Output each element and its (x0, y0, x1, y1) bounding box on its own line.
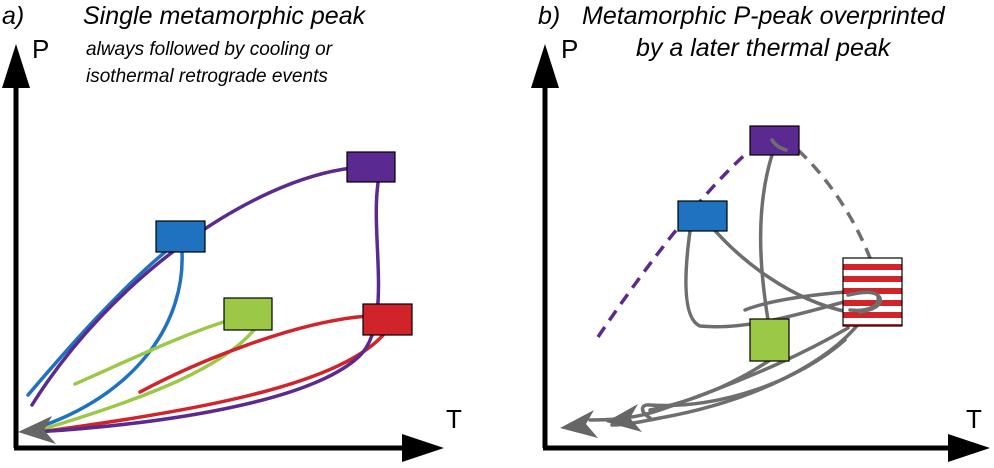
panel-b-arrowhead-1 (560, 410, 598, 438)
blue-path-1 (26, 250, 167, 397)
panel-a-letter: a) (2, 2, 25, 30)
blue-path-2 (43, 250, 184, 427)
gray-path-return-3 (640, 338, 847, 420)
gray-path-hatched-left (743, 290, 847, 312)
panel-b-overlay-paths (770, 138, 882, 314)
panel-b-title-2: by a later thermal peak (636, 34, 891, 62)
panel-a-p-label: P (32, 34, 50, 64)
green-box (223, 297, 273, 331)
gray-path-return-1 (588, 326, 850, 422)
red-path-1 (138, 314, 372, 394)
gray-path-green-down (648, 358, 772, 412)
green-path-1 (73, 316, 238, 386)
panel-a-subtitle-2: isothermal retrograde events (86, 66, 328, 87)
panel-a-paths (26, 166, 386, 434)
panel-b-axes (531, 44, 990, 462)
green-path-2 (38, 328, 256, 432)
gray-path-purple-down (758, 153, 774, 322)
panel-a-subtitle-1: always followed by cooling or (86, 39, 333, 60)
panel-b (531, 44, 990, 462)
purple-path-1 (30, 166, 354, 407)
panel-a-axes (2, 44, 444, 462)
panel-b-title-1: Metamorphic P-peak overprinted (582, 2, 945, 30)
blue-box (155, 220, 206, 253)
panel-a-t-label: T (446, 404, 462, 434)
green-box-b (749, 318, 790, 362)
red-box (362, 303, 413, 336)
panel-b-arrowhead-2 (606, 404, 642, 432)
panel-b-p-label: P (561, 34, 579, 64)
panel-a-arrowhead (18, 416, 56, 444)
purple-path-2 (33, 181, 381, 434)
panel-b-letter: b) (538, 2, 561, 30)
red-path-2 (38, 332, 386, 434)
panel-a-title: Single metamorphic peak (83, 2, 366, 30)
purple-box (346, 151, 396, 183)
blue-box-b (677, 200, 728, 232)
gray-dashed-line (796, 148, 872, 259)
panel-a (2, 44, 444, 462)
panel-b-t-label: T (966, 404, 982, 434)
purple-dashed-line (596, 150, 750, 338)
